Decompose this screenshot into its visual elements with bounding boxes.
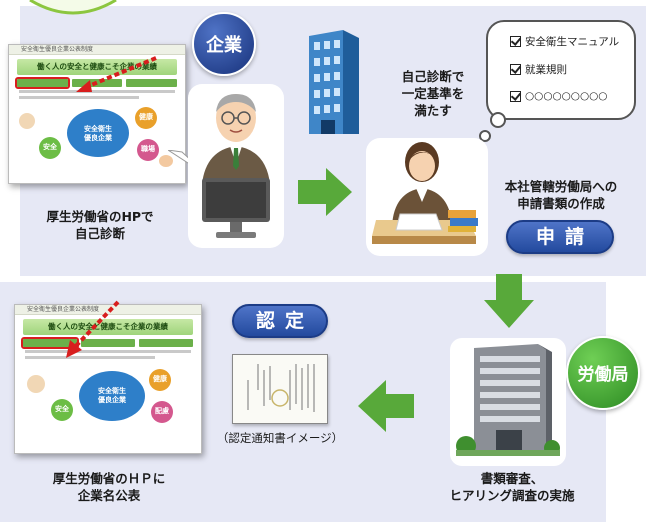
website-side-label: 健康: [153, 375, 167, 383]
businessman-icon: [202, 94, 270, 184]
decor-arc: [29, 0, 117, 15]
company-badge: 企業: [192, 12, 256, 76]
apply-pill: 申請: [506, 220, 614, 254]
certify-pill: 認定: [232, 304, 328, 338]
computer-icon: [202, 178, 270, 238]
website-banner: 働く人の安全と健康こそ企業の業績: [23, 319, 193, 335]
checkbox-icon: [510, 64, 521, 75]
checkbox-icon: [510, 90, 521, 102]
website-side-label: 健康: [139, 113, 153, 121]
checklist-item: 就業規則: [510, 62, 567, 77]
red-pointer-bottom: [66, 300, 120, 358]
website-tab: [126, 79, 178, 87]
clerk-woman-icon: [372, 142, 478, 244]
website-tab: [21, 337, 79, 349]
certificate-icon: [247, 364, 315, 412]
labor-bureau-badge: 労働局: [566, 336, 640, 410]
certificate-frame: [232, 354, 328, 424]
website-tab: [15, 77, 70, 89]
caption-self-diagnosis: 厚生労働省のHPで 自己診断: [46, 209, 154, 241]
website-banner: 働く人の安全と健康こそ企業の業績: [17, 59, 177, 75]
red-pointer-top: [76, 56, 157, 92]
office-building-icon: [456, 344, 560, 456]
arrow-right-icon: [298, 168, 352, 216]
website-side-label: 安全: [55, 405, 69, 413]
website-side-label: 職場: [141, 145, 155, 153]
website-tab: [139, 339, 193, 347]
caption-certificate-image: （認定通知書イメージ）: [216, 431, 344, 445]
caption-application-docs: 本社管轄労働局への 申請書類の作成: [504, 179, 618, 211]
checklist-item: ○○○○○○○○○: [510, 90, 607, 102]
website-illustration: 安全衛生優良企業 健康 安全 配慮: [25, 365, 191, 435]
website-center-label: 優良企業: [84, 134, 112, 142]
website-illustration: 安全衛生優良企業 健康 安全 職場: [19, 105, 175, 167]
checkbox-icon: [510, 36, 521, 47]
website-side-label: 配慮: [155, 407, 169, 415]
checklist-bubble: 安全衛生マニュアル 就業規則 ○○○○○○○○○: [486, 20, 636, 120]
arrow-left-icon: [358, 380, 414, 432]
caption-document-review: 書類審査、 ヒアリング調査の実施: [449, 471, 575, 503]
website-tab: [81, 339, 135, 347]
website-center-label: 優良企業: [98, 396, 126, 404]
checklist-item: 安全衛生マニュアル: [510, 34, 619, 49]
caption-publish-name: 厚生労働省のＨＰに 企業名公表: [52, 471, 166, 503]
website-screenshot-bottom: 安全衛生優良企業公表制度 働く人の安全と健康こそ企業の業績 安全衛生優良企業 健…: [14, 304, 202, 454]
website-header: 安全衛生優良企業公表制度: [9, 45, 185, 55]
arrow-down-icon: [484, 274, 534, 328]
building-icon: [309, 30, 359, 134]
caption-meets-criteria: 自己診断で 一定基準を 満たす: [401, 69, 465, 118]
website-side-label: 安全: [43, 143, 57, 151]
website-center-label: 安全衛生: [84, 125, 112, 133]
website-center-label: 安全衛生: [98, 387, 126, 395]
